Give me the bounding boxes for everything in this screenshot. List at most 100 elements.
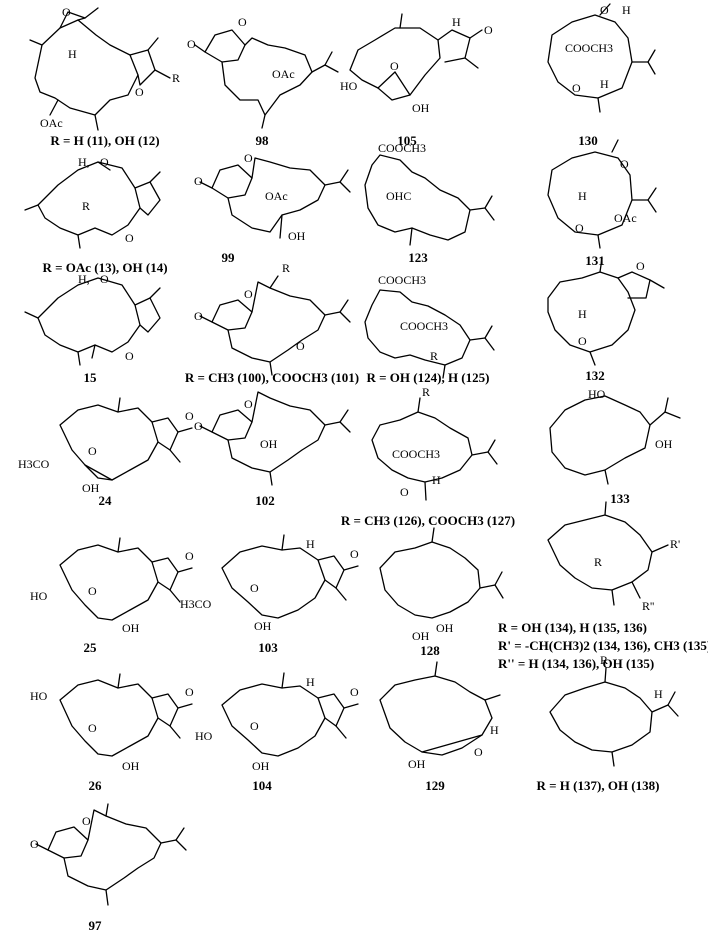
atom-label: O <box>187 37 196 51</box>
structure-104: HO O OH H O <box>195 672 359 773</box>
structure-24: H3CO O OH O <box>18 397 194 495</box>
atom-label: R <box>172 71 180 85</box>
caption-103: 103 <box>258 640 278 655</box>
structure-131: O H O OAc <box>547 139 657 249</box>
atom-label: O <box>194 174 203 188</box>
atom-label: H <box>578 307 587 321</box>
atom-label: H <box>68 47 77 61</box>
atom-label: H <box>600 77 609 91</box>
atom-label: O <box>62 5 71 19</box>
atom-label: HO <box>30 589 48 603</box>
atom-label: R <box>422 385 430 399</box>
caption-134-136-rp: R' = -CH(CH3)2 (134, 136), CH3 (135) <box>498 638 708 653</box>
atom-label: O <box>88 584 97 598</box>
atom-label: O <box>135 85 144 99</box>
caption-13-14: R = OAc (13), OH (14) <box>42 260 167 275</box>
atom-label: HO <box>340 79 358 93</box>
atom-label: OH <box>254 619 272 633</box>
atom-label: H <box>490 723 499 737</box>
atom-label: O <box>238 15 247 29</box>
caption-97: 97 <box>89 918 103 933</box>
atom-label: H <box>622 3 631 17</box>
atom-label: O <box>350 685 359 699</box>
atom-label: O <box>244 397 253 411</box>
structure-102: O O OH <box>194 391 351 486</box>
atom-label: R <box>282 261 290 275</box>
atom-label: OAc <box>272 67 295 81</box>
structure-105: HO O OH H O <box>340 13 493 115</box>
atom-label: O <box>250 581 259 595</box>
atom-label: O <box>185 685 194 699</box>
atom-label: OH <box>412 629 430 643</box>
caption-11-12: R = H (11), OH (12) <box>50 133 159 148</box>
atom-label: COOCH3 <box>378 141 426 155</box>
caption-102: 102 <box>255 493 275 508</box>
atom-label: OH <box>252 759 270 773</box>
caption-124-125: R = OH (124), H (125) <box>367 370 490 385</box>
caption-25: 25 <box>84 640 98 655</box>
atom-label: O <box>185 549 194 563</box>
caption-134-136: R = OH (134), H (135, 136) <box>498 620 647 635</box>
caption-129: 129 <box>425 778 445 793</box>
atom-label: O <box>185 409 194 423</box>
atom-label: H, <box>78 272 90 286</box>
atom-label: OH <box>122 759 140 773</box>
atom-label: R <box>594 555 602 569</box>
atom-label: O <box>474 745 483 759</box>
atom-label: OH <box>655 437 673 451</box>
structure-11-12: O H O R OAc <box>29 5 180 131</box>
atom-label: OAc <box>40 116 63 130</box>
atom-label: R <box>600 653 608 667</box>
structure-100-101: O O R O <box>194 261 351 376</box>
atom-label: H <box>578 189 587 203</box>
atom-label: O <box>296 339 305 353</box>
atom-label: R'' <box>642 599 654 613</box>
caption-137-138: R = H (137), OH (138) <box>537 778 660 793</box>
caption-134-136-rpp: R'' = H (134, 136), OH (135) <box>498 656 654 671</box>
atom-label: H <box>306 537 315 551</box>
atom-label: H <box>306 675 315 689</box>
atom-label: OH <box>82 481 100 495</box>
structure-124-125: COOCH3 COOCH3 R <box>364 273 495 379</box>
atom-label: O <box>578 334 587 348</box>
atom-label: COOCH3 <box>392 447 440 461</box>
atom-label: O <box>30 837 39 851</box>
caption-99: 99 <box>222 250 236 265</box>
atom-label: OAc <box>614 211 637 225</box>
caption-26: 26 <box>89 778 103 793</box>
caption-100-101: R = CH3 (100), COOCH3 (101) <box>185 370 359 385</box>
atom-label: O <box>125 231 134 245</box>
structure-126-127: R COOCH3 O H <box>371 385 498 501</box>
atom-label: OH <box>408 757 426 771</box>
atom-label: R' <box>670 537 680 551</box>
atom-label: R <box>430 349 438 363</box>
atom-label: O <box>575 221 584 235</box>
structure-103: H3CO O OH H O <box>180 534 359 633</box>
atom-label: R <box>82 199 90 213</box>
atom-label: OH <box>122 621 140 635</box>
atom-label: H3CO <box>180 597 212 611</box>
atom-label: OH <box>436 621 454 635</box>
structure-133: HO OH <box>549 387 681 485</box>
caption-105: 105 <box>397 133 417 148</box>
atom-label: O <box>620 157 629 171</box>
atom-label: OH <box>288 229 306 243</box>
atom-label: O <box>600 3 609 17</box>
caption-128: 128 <box>420 643 440 658</box>
atom-label: H <box>452 15 461 29</box>
atom-label: O <box>244 151 253 165</box>
atom-label: O <box>82 814 91 828</box>
caption-98: 98 <box>256 133 270 148</box>
atom-label: COOCH3 <box>400 319 448 333</box>
atom-label: O <box>244 287 253 301</box>
atom-label: O <box>400 485 409 499</box>
atom-label: O <box>636 259 645 273</box>
structure-128: OH OH <box>379 527 504 643</box>
atom-label: COOCH3 <box>378 273 426 287</box>
caption-104: 104 <box>252 778 272 793</box>
caption-132: 132 <box>585 368 605 383</box>
structure-98: O O OAc <box>187 15 339 129</box>
atom-label: OHC <box>386 189 411 203</box>
atom-label: O <box>390 59 399 73</box>
